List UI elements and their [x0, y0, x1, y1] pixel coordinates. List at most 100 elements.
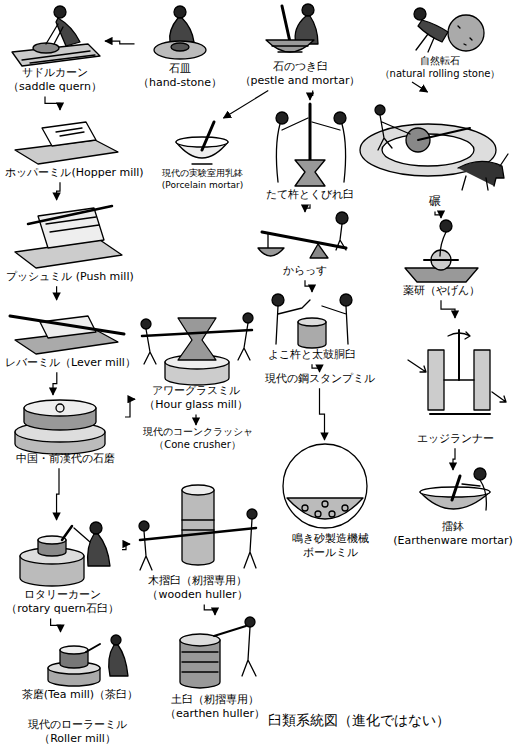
- illustration-path: [408, 360, 426, 372]
- node-name: ロタリーカーン: [24, 588, 101, 602]
- illustration-circle: [322, 501, 328, 507]
- ball-mill-figure: [283, 444, 367, 528]
- illustration-path: [42, 122, 96, 146]
- arrow-connector: [320, 388, 325, 440]
- illustration-path: [142, 330, 252, 336]
- arrow-connector: [441, 300, 455, 318]
- illustration-path: [336, 224, 346, 250]
- mill-node: アワーグラスミル（Hour glass mill）: [135, 312, 257, 415]
- arrow-connector: [305, 204, 310, 212]
- yagen-figure: [405, 220, 478, 282]
- node-name: レバーミル（Lever mill）: [5, 356, 136, 370]
- saddle-quern-figure: [12, 6, 100, 66]
- earthenware-mortar-figure: [420, 468, 490, 510]
- node-name: 薬研（やげん）: [403, 284, 480, 298]
- illustration-path: [62, 526, 72, 540]
- karassu-figure: [258, 212, 348, 258]
- node-name: 現代のコーンクラッシャ: [143, 425, 253, 438]
- illustration-ellipse: [298, 318, 326, 326]
- illustration-path: [295, 160, 325, 186]
- node-name: ホッパーミル(Hopper mill): [5, 166, 143, 180]
- node-name: 茶磨(Tea mill)（茶臼）: [22, 688, 138, 702]
- illustration-path: [276, 300, 310, 344]
- illustration-circle: [245, 617, 255, 627]
- arrow-connector: [57, 182, 60, 200]
- arrow-connector: [305, 280, 312, 292]
- illustration-path: [458, 26, 472, 45]
- mill-node: 石皿（hand-stone）: [135, 4, 226, 93]
- illustration-path: [88, 534, 110, 566]
- illustration-path: [170, 18, 194, 42]
- illustration-path: [378, 115, 410, 150]
- illustration-path: [416, 34, 434, 52]
- arrow-connector: [204, 605, 215, 615]
- illustration-circle: [342, 505, 348, 511]
- mill-node: 木摺臼（籾摺専用）（wooden huller）: [130, 470, 265, 605]
- illustration-rect: [428, 350, 444, 410]
- illustration-path: [276, 118, 308, 182]
- node-name: からっす: [283, 264, 327, 278]
- illustration-path: [12, 44, 100, 66]
- pestle-mortar-figure: [266, 4, 318, 52]
- illustration-circle: [414, 8, 426, 20]
- illustration-circle: [174, 6, 186, 18]
- rotary-quern-figure: [20, 522, 110, 586]
- hand-stone-figure: [154, 6, 206, 59]
- mill-node: ロタリーカーン（rotary quern石臼）: [3, 520, 122, 619]
- node-name: 石のつき臼: [273, 60, 328, 74]
- illustration-circle: [302, 505, 308, 511]
- illustration-ellipse: [171, 43, 189, 51]
- illustration-circle: [448, 15, 484, 51]
- mill-node: 茶磨(Tea mill)（茶臼）: [15, 632, 145, 704]
- mill-node: 自然転石（natural rolling stone）: [370, 2, 510, 82]
- illustration-path: [430, 413, 490, 415]
- illustration-path: [492, 392, 506, 402]
- vertical-pestle-figure: [276, 104, 346, 186]
- illustration-circle: [54, 6, 66, 18]
- illustration-path: [310, 244, 328, 258]
- illustration-circle: [440, 220, 452, 232]
- illustration-path: [22, 51, 95, 63]
- node-name: 現代の実験室用乳鉢: [162, 168, 243, 180]
- illustration-circle: [243, 313, 253, 323]
- illustration-path: [440, 232, 446, 256]
- illustration-ellipse: [24, 400, 96, 416]
- illustration-path: [214, 626, 246, 636]
- arrow-connector: [122, 544, 130, 550]
- illustration-circle: [302, 4, 314, 16]
- illustration-path: [282, 6, 290, 42]
- illustration-path: [182, 490, 214, 565]
- illustration-ellipse: [60, 646, 88, 654]
- illustration-circle: [56, 404, 64, 412]
- illustration-path: [309, 104, 312, 160]
- mill-node: 現代の鋼スタンプミル: [262, 372, 378, 388]
- illustration-circle: [276, 112, 288, 124]
- illustration-path: [322, 306, 348, 344]
- illustration-circle: [340, 294, 352, 306]
- illustration-ellipse: [154, 41, 206, 59]
- mill-node: 中国・前漢代の石磨: [5, 395, 125, 468]
- node-name: 現代の鋼スタンプミル: [265, 372, 375, 386]
- node-subtitle: （Hour glass mill）: [144, 398, 248, 412]
- illustration-path: [258, 248, 284, 256]
- illustration-path: [10, 316, 124, 334]
- node-subtitle: (Earthenware mortar): [393, 534, 513, 548]
- node-subtitle: （Cone crusher）: [154, 438, 241, 451]
- illustration-circle: [315, 511, 321, 517]
- node-name: 中国・前漢代の石磨: [16, 452, 115, 466]
- node-name: 鳴き砂製造機械: [292, 532, 369, 546]
- illustration-path: [287, 498, 363, 519]
- illustration-path: [272, 46, 308, 52]
- node-subtitle: (Porcelain mortar): [162, 180, 243, 192]
- illustration-path: [56, 128, 84, 136]
- arrow-connector: [453, 448, 455, 470]
- mill-node: 土臼（籾摺専用）（earthen huller）: [160, 615, 270, 724]
- illustration-path: [86, 644, 100, 652]
- mill-node: 現代のローラーミル（Roller mill）: [15, 718, 140, 749]
- illustration-circle: [139, 521, 149, 531]
- illustration-path: [178, 318, 216, 360]
- horizontal-pestle-figure: [272, 294, 352, 348]
- illustration-circle: [474, 468, 486, 480]
- node-name: プッシュミル (Push mill): [6, 270, 134, 284]
